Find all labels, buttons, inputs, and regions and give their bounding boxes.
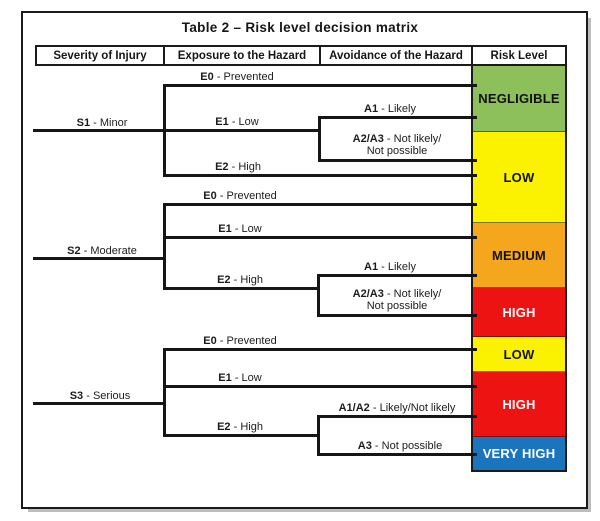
risk-level-column: NEGLIGIBLE LOW MEDIUM HIGH LOW HIGH VERY… xyxy=(471,64,567,472)
s3-e0-branch-line xyxy=(163,348,477,351)
s3-e0-label: E0 - Prevented xyxy=(203,335,277,347)
s3-e2-branch-line xyxy=(163,434,320,437)
s1-a1-branch-line xyxy=(318,116,477,119)
s2-a1-label: A1 - Likely xyxy=(364,261,416,273)
s3-e1-branch-line xyxy=(163,385,477,388)
risk-block-low-1: LOW xyxy=(473,132,565,223)
column-header-risk-level: Risk Level xyxy=(471,45,567,66)
s1-a1-label: A1 - Likely xyxy=(364,103,416,115)
s2-e2-label: E2 - High xyxy=(217,274,263,286)
risk-block-high-2: HIGH xyxy=(473,372,565,437)
risk-block-medium: MEDIUM xyxy=(473,223,565,288)
s2-exposure-bracket xyxy=(163,203,166,290)
s1-entry-label: S1 - Minor xyxy=(76,117,128,129)
risk-block-negligible: NEGLIGIBLE xyxy=(473,66,565,132)
s1-avoidance-bracket xyxy=(318,116,321,162)
s2-a23-branch-line xyxy=(317,314,477,317)
s2-avoidance-bracket xyxy=(317,274,320,317)
s2-e0-label: E0 - Prevented xyxy=(203,190,277,202)
s3-a3-label: A3 - Not possible xyxy=(357,440,443,452)
s2-e1-label: E1 - Low xyxy=(218,223,262,235)
s1-e2-label: E2 - High xyxy=(215,161,261,173)
s2-e1-branch-line xyxy=(163,236,477,239)
s3-a12-branch-line xyxy=(317,415,477,418)
s2-e2-branch-line xyxy=(163,287,320,290)
s2-entry-label: S2 - Moderate xyxy=(67,245,137,257)
s1-e0-branch-line xyxy=(163,84,477,87)
s1-e0-label: E0 - Prevented xyxy=(200,71,274,83)
column-header-severity: Severity of Injury xyxy=(35,45,165,66)
s3-exposure-bracket xyxy=(163,348,166,437)
s3-a12-label: A1/A2 - Likely/Not likely xyxy=(338,402,456,414)
s3-entry-line xyxy=(33,402,163,405)
s3-avoidance-bracket xyxy=(317,415,320,456)
risk-block-high-1: HIGH xyxy=(473,288,565,337)
s2-a1-branch-line xyxy=(317,274,477,277)
column-header-exposure: Exposure to the Hazard xyxy=(163,45,321,66)
s3-e1-label: E1 - Low xyxy=(218,372,262,384)
s1-e1-branch-line xyxy=(163,129,321,132)
s2-e0-branch-line xyxy=(163,203,477,206)
column-header-avoidance: Avoidance of the Hazard xyxy=(319,45,473,66)
risk-block-very-high: VERY HIGH xyxy=(473,437,565,470)
s1-e2-branch-line xyxy=(163,174,477,177)
s1-a23-branch-line xyxy=(318,159,477,162)
s1-e1-label: E1 - Low xyxy=(215,116,259,128)
s3-entry-label: S3 - Serious xyxy=(69,390,131,402)
s3-a3-branch-line xyxy=(317,453,477,456)
s2-entry-line xyxy=(33,257,163,260)
s2-a23-label: A2/A3 - Not likely/ Not possible xyxy=(352,288,442,312)
risk-block-low-2: LOW xyxy=(473,337,565,372)
s1-a23-label: A2/A3 - Not likely/ Not possible xyxy=(352,133,442,157)
s3-e2-label: E2 - High xyxy=(217,421,263,433)
s1-entry-line xyxy=(33,129,163,132)
table-title: Table 2 – Risk level decision matrix xyxy=(181,20,419,35)
